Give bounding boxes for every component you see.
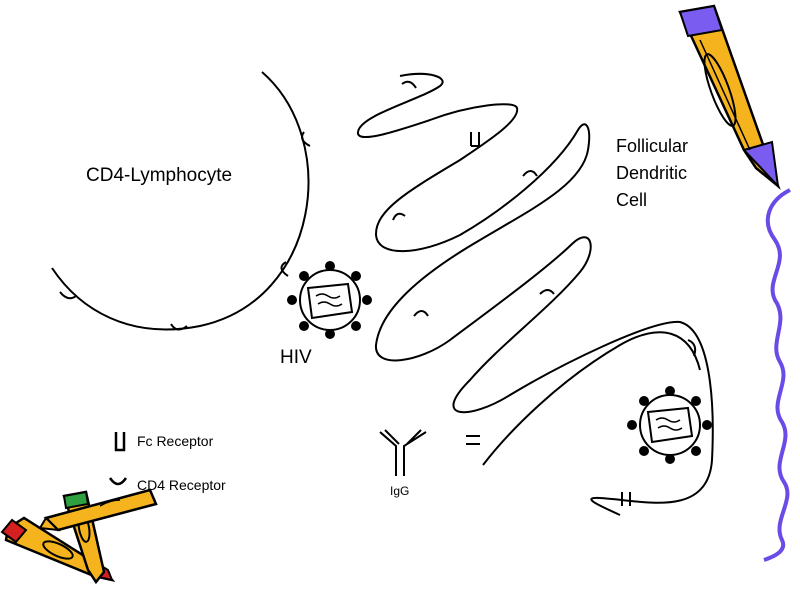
squiggle-line <box>763 188 791 562</box>
fc-receptor-legend-icon <box>114 432 126 452</box>
cd4-lymphocyte-membrane <box>51 71 310 331</box>
crayon-icon-bottom-left-3 <box>38 488 158 532</box>
cd4-receptor-legend-label: CD4 Receptor <box>137 477 226 493</box>
hiv-virion-1 <box>287 261 372 339</box>
follicular-dendritic-cell-membrane <box>358 72 594 265</box>
cd4-receptor-legend-icon <box>108 477 128 486</box>
cd4-receptor-marks <box>59 131 311 331</box>
dendritic-cd4-receptor-marks <box>392 80 697 357</box>
follicular-dendritic-cell-label: Follicular Dendritic Cell <box>616 136 689 210</box>
crayon-icon-top-right <box>678 4 781 190</box>
fc-receptor-marks <box>466 132 631 506</box>
dendritic-folds <box>357 72 714 516</box>
igg-antibody-icon <box>379 429 427 476</box>
hiv-label: HIV <box>280 347 312 368</box>
igg-legend-label: IgG <box>390 484 410 498</box>
dendritic-fold-inner <box>482 331 701 466</box>
fc-receptor-legend-label: Fc Receptor <box>137 433 214 449</box>
cd4-lymphocyte-label: CD4-Lymphocyte <box>86 165 233 186</box>
hiv-virion-2 <box>627 386 712 464</box>
